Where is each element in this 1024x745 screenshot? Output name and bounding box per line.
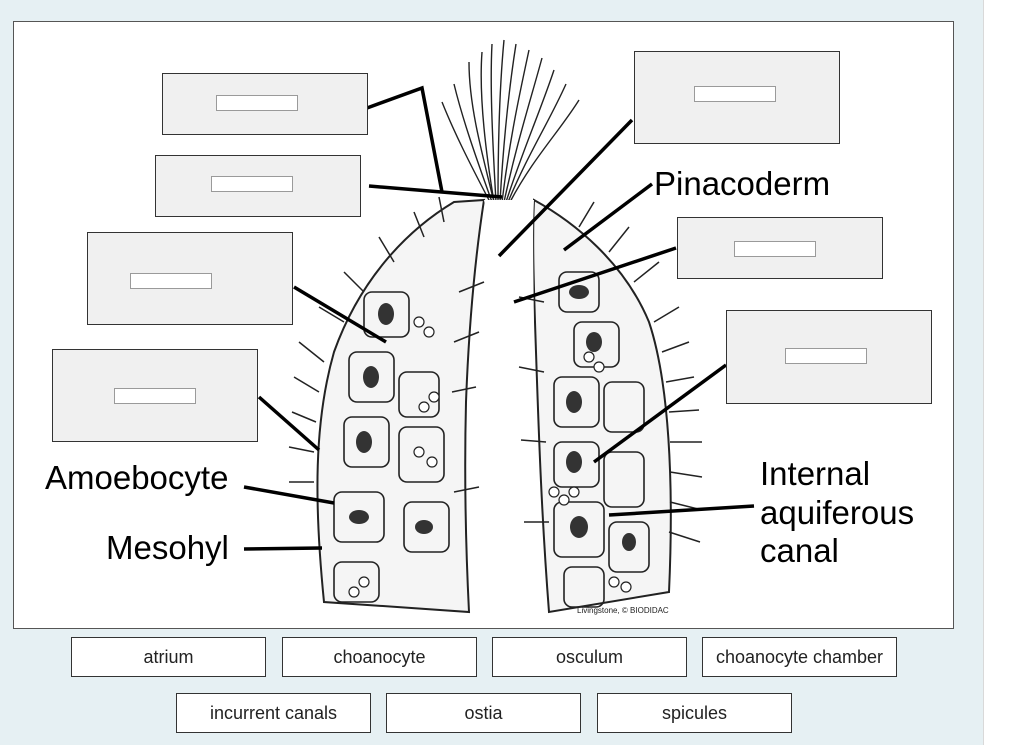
drop-slot[interactable] (785, 348, 867, 364)
right-body-wall (532, 198, 672, 614)
drop-slot[interactable] (211, 176, 293, 192)
drop-target-4[interactable] (52, 349, 258, 442)
left-body-wall (316, 198, 486, 614)
answer-chip-choanocyte-chamber[interactable]: choanocyte chamber (702, 637, 897, 677)
label-canal-line-1: Internal (760, 455, 871, 492)
drop-target-1[interactable] (162, 73, 368, 135)
drop-slot[interactable] (114, 388, 196, 404)
drop-target-5[interactable] (634, 51, 840, 144)
sponge-cross-section-illustration (243, 39, 755, 614)
answer-chip-osculum[interactable]: osculum (492, 637, 687, 677)
spicules (288, 196, 703, 543)
label-amoebocyte: Amoebocyte (45, 459, 229, 496)
label-pinacoderm: Pinacoderm (654, 165, 831, 202)
drop-slot[interactable] (734, 241, 816, 257)
label-canal-line-3: canal (760, 532, 839, 569)
label-mesohyl: Mesohyl (106, 529, 229, 566)
drop-target-7[interactable] (726, 310, 932, 404)
answer-chip-ostia[interactable]: ostia (386, 693, 581, 733)
answer-chip-incurrent-canals[interactable]: incurrent canals (176, 693, 371, 733)
label-canal-line-2: aquiferous (760, 494, 915, 531)
image-credit: Livingstone, © BIODIDAC (577, 606, 669, 615)
drop-target-6[interactable] (677, 217, 883, 279)
cell-nuclei (349, 285, 636, 551)
sponge-diagram: Pinacoderm Amoebocyte Mesohyl Internal a… (13, 21, 954, 629)
osculum-fibers (441, 39, 580, 203)
leader-lines (243, 85, 755, 551)
right-scroll-gutter (983, 0, 1024, 745)
drop-target-3[interactable] (87, 232, 293, 325)
answer-chip-spicules[interactable]: spicules (597, 693, 792, 733)
drop-target-2[interactable] (155, 155, 361, 217)
answer-chip-atrium[interactable]: atrium (71, 637, 266, 677)
drop-slot[interactable] (130, 273, 212, 289)
drop-slot[interactable] (694, 86, 776, 102)
choanocyte-collars (348, 316, 632, 598)
answer-chip-choanocyte[interactable]: choanocyte (282, 637, 477, 677)
drop-slot[interactable] (216, 95, 298, 111)
